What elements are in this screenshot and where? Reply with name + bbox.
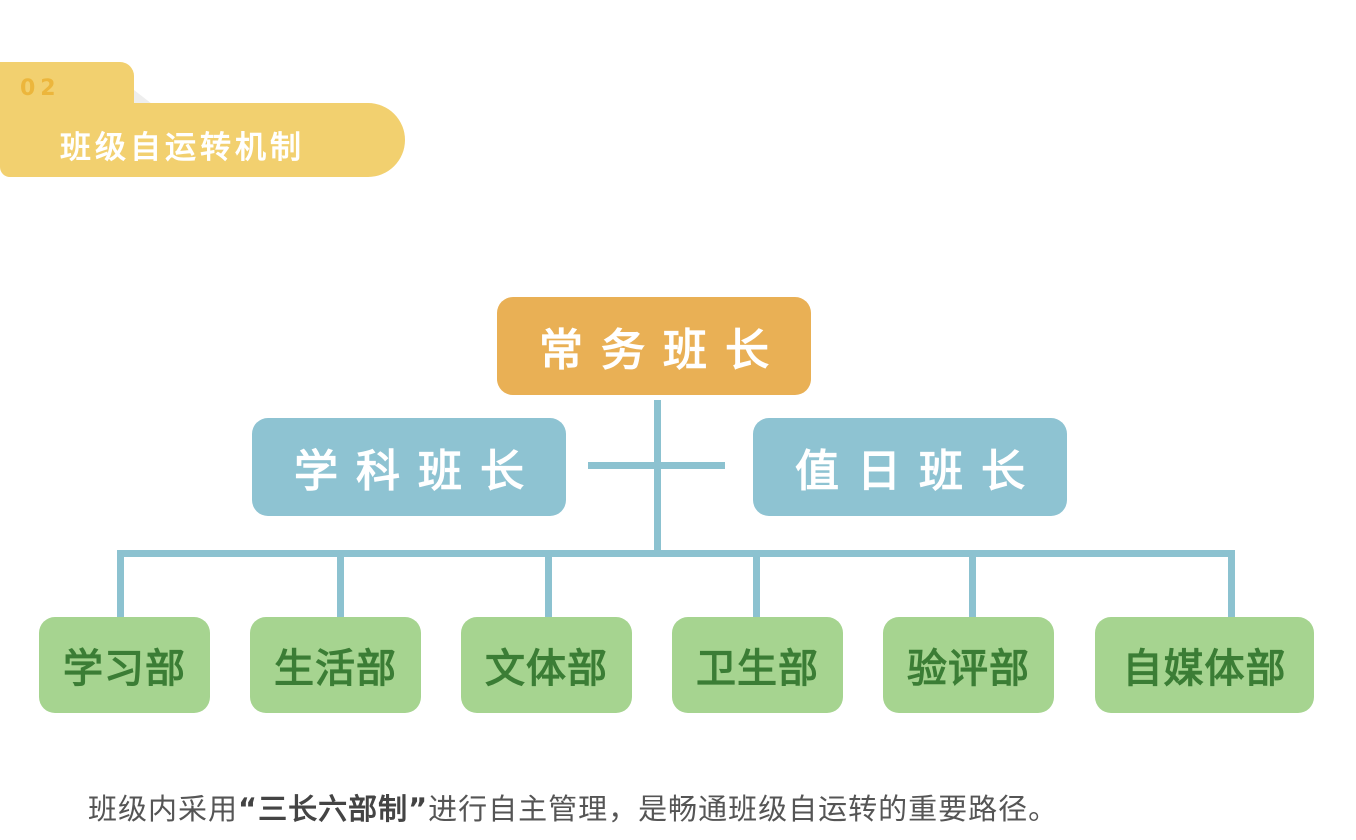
node-duty-monitor: 值日班长 xyxy=(753,418,1067,516)
section-header: 02 班级自运转机制 xyxy=(0,62,410,182)
connector-vertical-main xyxy=(654,400,661,555)
node-dept-media: 自媒体部 xyxy=(1095,617,1314,713)
connector-horizontal-middle xyxy=(588,462,725,469)
connector-drop-3 xyxy=(545,550,552,620)
connector-drop-6 xyxy=(1228,550,1235,620)
section-tag-fold xyxy=(134,90,152,104)
caption-text: 班级内采用“三长六部制”进行自主管理，是畅通班级自运转的重要路径。 xyxy=(88,786,1058,828)
connector-drop-1 xyxy=(117,550,124,620)
node-top-monitor: 常务班长 xyxy=(497,297,811,395)
caption-before: 班级内采用 xyxy=(88,792,239,826)
node-dept-life: 生活部 xyxy=(250,617,421,713)
connector-drop-4 xyxy=(753,550,760,620)
connector-drop-2 xyxy=(337,550,344,620)
node-dept-study: 学习部 xyxy=(39,617,210,713)
node-dept-arts-sports: 文体部 xyxy=(461,617,632,713)
node-subject-monitor: 学科班长 xyxy=(252,418,566,516)
connector-drop-5 xyxy=(969,550,976,620)
section-number: 02 xyxy=(20,76,61,101)
section-tag-body xyxy=(0,103,405,177)
section-title: 班级自运转机制 xyxy=(60,130,305,166)
node-dept-hygiene: 卫生部 xyxy=(672,617,843,713)
connector-horizontal-bottom xyxy=(117,550,1235,557)
caption-after: 进行自主管理，是畅通班级自运转的重要路径。 xyxy=(428,792,1059,826)
node-dept-evaluation: 验评部 xyxy=(883,617,1054,713)
caption-highlight: “三长六部制” xyxy=(238,792,429,826)
